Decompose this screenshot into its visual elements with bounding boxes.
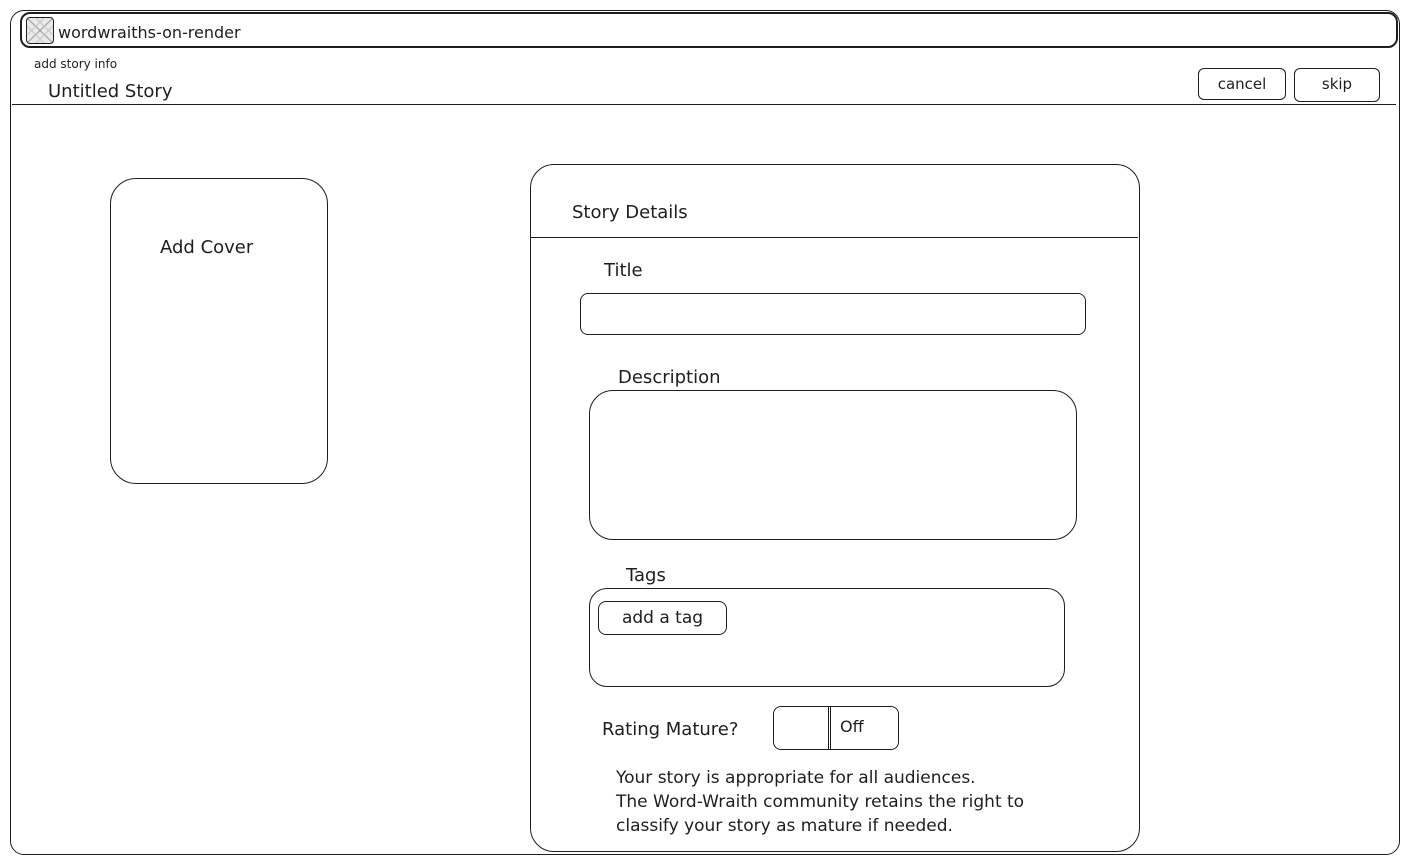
cancel-button[interactable]: cancel	[1198, 68, 1286, 100]
title-bar	[20, 12, 1398, 48]
add-cover-label: Add Cover	[160, 237, 254, 258]
mature-rating-toggle[interactable]	[773, 706, 899, 750]
window-frame	[10, 10, 1400, 855]
title-label: Title	[604, 260, 643, 281]
tags-label: Tags	[626, 565, 666, 586]
page-subtitle: add story info	[34, 57, 118, 71]
story-title: Untitled Story	[48, 81, 173, 102]
story-details-heading: Story Details	[572, 202, 688, 223]
rating-note-line: Your story is appropriate for all audien…	[616, 768, 976, 788]
rating-mature-label: Rating Mature?	[602, 719, 739, 740]
description-input[interactable]	[589, 390, 1077, 540]
image-placeholder-icon	[26, 17, 54, 44]
rating-note: Your story is appropriate for all audien…	[616, 766, 1116, 838]
rating-note-line: classify your story as mature if needed.	[616, 816, 953, 836]
title-input[interactable]	[580, 293, 1086, 335]
header-divider	[12, 104, 1396, 105]
toggle-state-text: Off	[840, 717, 864, 736]
rating-note-line: The Word-Wraith community retains the ri…	[616, 792, 1025, 812]
toggle-knob[interactable]	[773, 706, 831, 750]
skip-button[interactable]: skip	[1294, 68, 1380, 102]
description-label: Description	[618, 367, 721, 388]
app-title: wordwraiths-on-render	[58, 23, 241, 42]
add-cover-card[interactable]	[110, 178, 328, 484]
panel-divider	[530, 237, 1138, 238]
add-tag-button[interactable]: add a tag	[598, 601, 727, 635]
